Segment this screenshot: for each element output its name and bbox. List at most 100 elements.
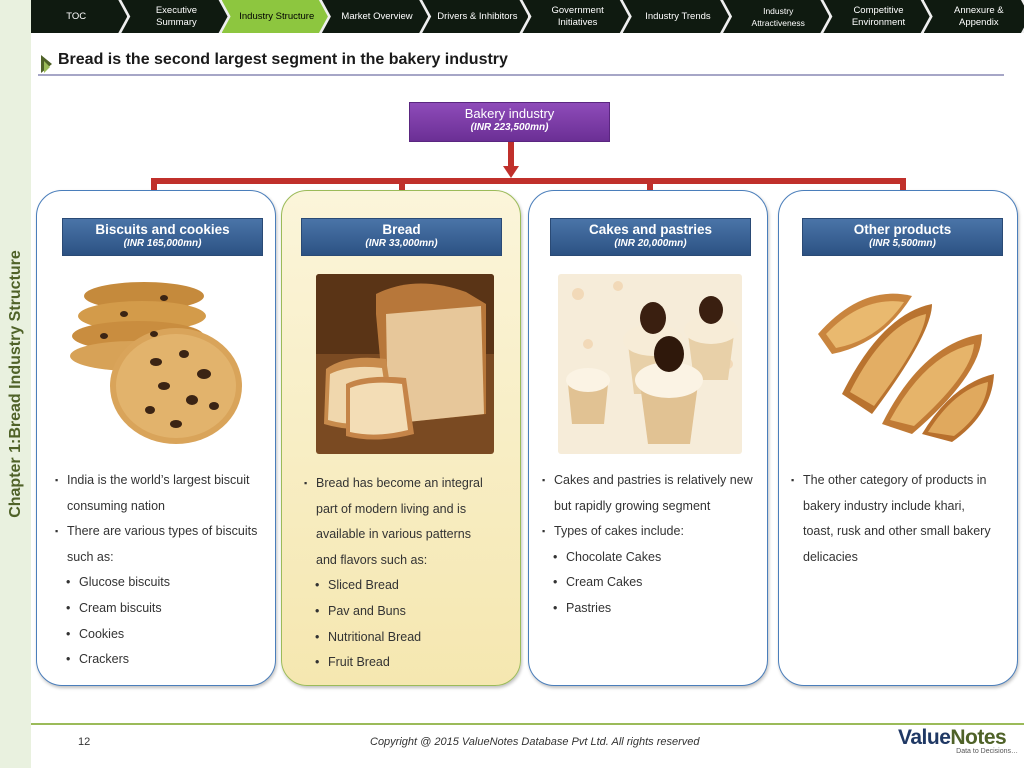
nav-tab-label: Annexure & Appendix (953, 4, 1004, 28)
sub-bullet-item: • Cream biscuits (55, 596, 275, 622)
segment-label: Bread (382, 222, 421, 237)
nav-tab-industry-trends[interactable]: Industry Trends (623, 0, 729, 33)
square-bullet-icon: ▪ (791, 475, 795, 485)
sub-bullet-item: •Sliced Bread (304, 573, 516, 599)
bullets-other: ▪The other category of products in baker… (791, 468, 1013, 570)
segment-header-other: Other products (INR 5,500mn) (802, 218, 1003, 256)
bullet-text: India is the world’s largest biscuit (67, 473, 250, 487)
nav-tab-industry-attractiveness[interactable]: Industry Attractiveness (723, 0, 829, 33)
bullet-text: Cream Cakes (566, 575, 643, 590)
sub-bullet-item: •Cream Cakes (542, 570, 764, 596)
nav-tab-government-initiatives[interactable]: Government Initiatives (522, 0, 628, 33)
nav-tab-competitive-environment[interactable]: Competitive Environment (823, 0, 929, 33)
chapter-title: Chapter 1:Bread Industry Structure (0, 236, 31, 532)
segment-label: Cakes and pastries (588, 222, 713, 237)
nav-tab-drivers-inhibitors[interactable]: Drivers & Inhibitors (422, 0, 528, 33)
segment-value: (INR 5,500mn) (869, 238, 936, 249)
chapter-title-text: Chapter 1:Bread Industry Structure (6, 250, 24, 518)
nav-tab-annexure-appendix[interactable]: Annexure & Appendix (924, 0, 1024, 33)
root-node-label: Bakery industry (464, 106, 555, 121)
dot-bullet-icon: • (66, 600, 71, 615)
square-bullet-icon: ▪ (542, 475, 546, 485)
bullet-item: ▪ Types of cakes include: (542, 519, 764, 545)
segment-value: (INR 20,000mn) (614, 238, 687, 249)
bullet-item: part of modern living and is (304, 497, 516, 523)
bullet-text: and flavors such as: (316, 552, 428, 567)
bullet-item: consuming nation (55, 494, 275, 520)
segment-value: (INR 33,000mn) (365, 238, 438, 249)
bullet-text: Glucose biscuits (79, 575, 171, 590)
dot-bullet-icon: • (315, 655, 320, 670)
title-row: Bread is the second largest segment in t… (38, 50, 1004, 76)
nav-tab-label: Market Overview (341, 10, 413, 22)
nav-tab-executive-summary[interactable]: Executive Summary (121, 0, 227, 33)
bullet-text: consuming nation (67, 498, 165, 513)
bullet-text: Fruit Bread (328, 655, 390, 670)
bullet-text: Nutritional Bread (328, 629, 422, 644)
bullet-item: bakery industry include khari, (791, 494, 1013, 520)
cookies-photo (64, 274, 244, 454)
square-bullet-icon: ▪ (542, 526, 546, 537)
segment-header-biscuits: Biscuits and cookies (INR 165,000mn) (62, 218, 263, 256)
connector-horizontal (151, 178, 906, 184)
sub-bullet-item: •Crackers (55, 647, 275, 673)
bullet-text: Types of cakes include: (554, 524, 684, 539)
bullet-text: but rapidly growing segment (554, 498, 711, 513)
bullet-item: ▪The other category of products in (791, 468, 1013, 494)
connector-branch-4 (900, 178, 906, 200)
bullet-text: Cakes and pastries is relatively new (554, 473, 753, 487)
bullet-item: toast, rusk and other small bakery (791, 519, 1013, 545)
bullet-text: part of modern living and is (316, 501, 467, 516)
square-bullet-icon: ▪ (304, 478, 308, 488)
side-band (0, 0, 31, 768)
sub-bullet-item: • Pastries (542, 596, 764, 622)
bullet-text: such as: (67, 549, 114, 564)
bullet-item: but rapidly growing segment (542, 494, 764, 520)
segment-header-bread: Bread (INR 33,000mn) (301, 218, 502, 256)
nav-tab-market-overview[interactable]: Market Overview (322, 0, 428, 33)
page-title: Bread is the second largest segment in t… (58, 51, 508, 68)
bullet-text: toast, rusk and other small bakery (803, 524, 991, 539)
nav-tab-industry-structure[interactable]: Industry Structure (222, 0, 328, 33)
logo-wordmark: ValueNotes (898, 726, 1007, 749)
bullet-item: ▪ Bread has become an integral (304, 471, 516, 497)
connector-branch-3 (647, 178, 653, 200)
bread-photo (316, 274, 494, 454)
segment-header-cakes: Cakes and pastries (INR 20,000mn) (550, 218, 751, 256)
bullet-text: Chocolate Cakes (566, 549, 662, 564)
nav-tab-label: Government Initiatives (551, 4, 604, 28)
bullet-text: bakery industry include khari, (803, 498, 965, 513)
bullet-text: Cookies (79, 626, 125, 641)
bullet-item: available in various patterns (304, 522, 516, 548)
nav-tab-label: Industry Trends (645, 10, 711, 22)
root-node-value: (INR 223,500mn) (470, 122, 549, 133)
logo-notes: Notes (950, 726, 1007, 749)
bullet-item: ▪There are various types of biscuits (55, 519, 275, 545)
logo-value: Value (898, 726, 951, 749)
bullet-text: Bread has become an integral (316, 476, 483, 490)
bullet-item: delicacies (791, 545, 1013, 571)
bullet-text: Pastries (566, 600, 612, 615)
dot-bullet-icon: • (66, 626, 71, 641)
sub-bullet-item: •Pav and Buns (304, 599, 516, 625)
title-arrow-accent-icon (44, 61, 50, 73)
bullet-text: available in various patterns (316, 527, 471, 542)
sub-bullet-item: • Cookies (55, 622, 275, 648)
bullet-text: Pav and Buns (328, 603, 406, 618)
square-bullet-icon: ▪ (55, 526, 59, 537)
dot-bullet-icon: • (315, 578, 320, 593)
nav-tab-toc[interactable]: TOC (31, 0, 127, 33)
segment-value: (INR 165,000mn) (123, 238, 202, 249)
square-bullet-icon: ▪ (55, 475, 59, 485)
page-number: 12 (78, 736, 91, 748)
connector-trunk (508, 142, 514, 168)
nav-tab-label: TOC (66, 10, 87, 22)
bullet-text: Cream biscuits (79, 600, 162, 615)
sub-bullet-item: •Chocolate Cakes (542, 545, 764, 571)
bullet-item: ▪ Cakes and pastries is relatively new (542, 468, 764, 494)
valuenotes-logo: ValueNotes Data to Decisions… (898, 726, 1018, 766)
bullets-bread: ▪ Bread has become an integral part of mo… (304, 471, 516, 676)
connector-arrow-icon (503, 166, 519, 178)
bullet-item: and flavors such as: (304, 548, 516, 574)
dot-bullet-icon: • (553, 600, 558, 615)
